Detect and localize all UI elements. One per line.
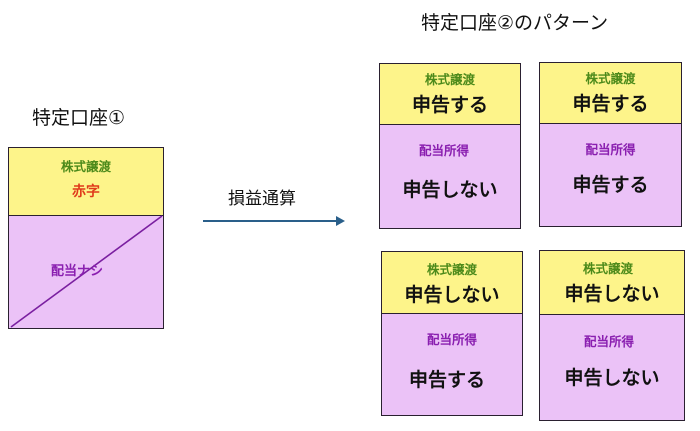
dividend-income-label: 配当所得 (585, 142, 636, 157)
stock-transfer-label: 株式譲渡 (426, 262, 477, 277)
stock-transfer-label: 株式譲渡 (60, 159, 111, 174)
stock-transfer-label: 株式譲渡 (424, 72, 475, 87)
pattern-box-2: 株式譲渡 申告する 配当所得 申告する (539, 62, 682, 227)
dividend-income-label: 配当所得 (583, 334, 634, 349)
account2-title: 特定口座②のパターン (421, 12, 609, 34)
stock-transfer-label: 株式譲渡 (582, 261, 633, 276)
dividend-filing-value: 申告する (572, 174, 649, 196)
pattern-box-1: 株式譲渡 申告する 配当所得 申告しない (379, 63, 521, 229)
offset-label: 損益通算 (228, 189, 296, 209)
dividend-income-label: 配当所得 (426, 332, 477, 347)
loss-label: 赤字 (72, 184, 100, 200)
stock-section: 株式譲渡 申告する (380, 64, 520, 125)
stock-filing-value: 申告する (572, 93, 649, 115)
account1-title: 特定口座① (32, 107, 126, 129)
pattern-box-4: 株式譲渡 申告しない 配当所得 申告しない (539, 250, 685, 421)
dividend-filing-value: 申告しない (402, 179, 498, 201)
no-dividend-label: 配当ナシ (50, 264, 103, 279)
dividend-filing-value: 申告する (408, 369, 485, 391)
stock-section: 株式譲渡 申告する (540, 63, 681, 124)
stock-filing-value: 申告する (411, 94, 488, 116)
account1-stock-section: 株式譲渡 赤字 (9, 148, 163, 216)
dividend-income-label: 配当所得 (418, 143, 469, 158)
stock-section: 株式譲渡 申告しない (540, 251, 684, 315)
stock-transfer-label: 株式譲渡 (585, 71, 636, 86)
stock-filing-value: 申告しない (404, 284, 500, 306)
dividend-filing-value: 申告しない (564, 367, 660, 389)
account1-box: 株式譲渡 赤字 配当ナシ (8, 147, 164, 329)
stock-section: 株式譲渡 申告しない (382, 252, 522, 314)
pattern-box-3: 株式譲渡 申告しない 配当所得 申告する (381, 251, 523, 416)
arrow-right-icon (203, 216, 345, 226)
stock-filing-value: 申告しない (564, 283, 660, 305)
